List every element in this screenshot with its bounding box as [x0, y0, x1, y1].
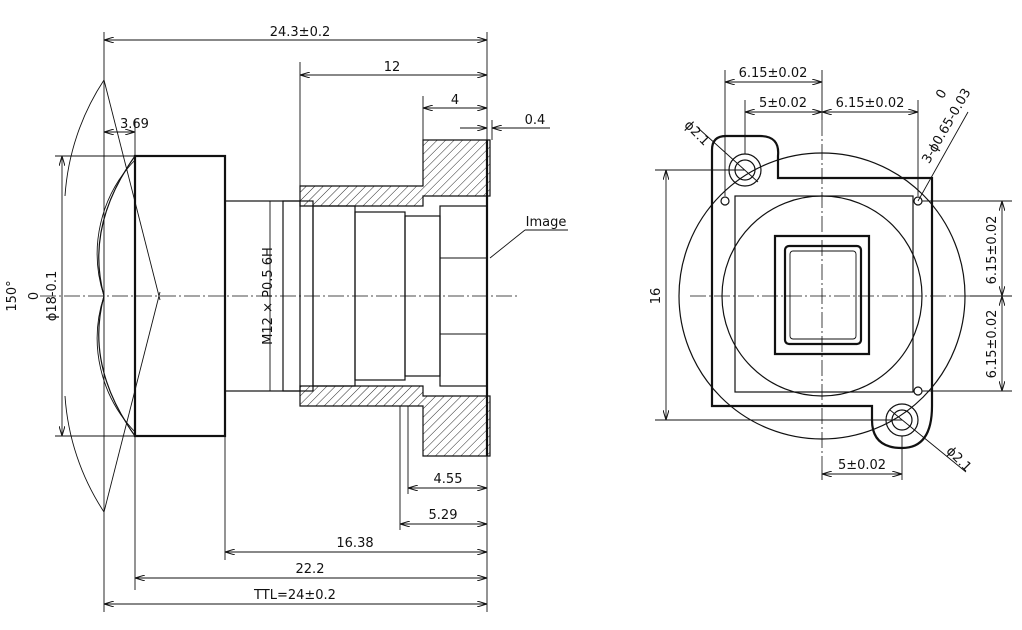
fov-line-lower — [103, 291, 161, 513]
leader-image — [489, 229, 526, 259]
dim-ttl: TTL=24±0.2 — [253, 588, 336, 603]
dim-holes-tol: 0 — [933, 87, 950, 102]
leader-hole-tl — [697, 127, 759, 183]
dim-barrel-len: 12 — [384, 60, 401, 75]
dim-top-3: 6.15±0.02 — [836, 96, 905, 111]
dim-height: 16 — [649, 288, 664, 305]
dim-front-sag: 3.69 — [120, 117, 149, 132]
holder-section-bottom — [299, 385, 491, 457]
holder-outline — [710, 134, 934, 450]
dim-455: 4.55 — [434, 472, 463, 487]
leader-holes — [917, 111, 969, 202]
lens-outer-circle — [678, 152, 966, 440]
dim-flange: 4 — [451, 93, 459, 108]
dim-fov: 150° — [5, 280, 20, 311]
holder-inner-square — [734, 195, 914, 393]
fov-line-upper — [103, 79, 161, 301]
dim-right-1: 6.15±0.02 — [985, 216, 1000, 285]
dim-bottom-1: 5±0.02 — [838, 458, 886, 473]
dim-front-dia: ϕ18-0.1 — [45, 271, 60, 321]
lens-barrel — [224, 200, 301, 392]
holder-section-top — [299, 139, 491, 207]
pin-hole-1 — [720, 196, 730, 206]
dim-front-dia-tol: 0 — [27, 292, 42, 300]
dim-529: 5.29 — [429, 508, 458, 523]
leader-hole-br — [889, 409, 967, 473]
sensor-frame — [773, 234, 871, 356]
dim-222: 22.2 — [296, 562, 325, 577]
dim-1638: 16.38 — [336, 536, 373, 551]
dim-right-2: 6.15±0.02 — [985, 310, 1000, 379]
dim-hole-dia-br: ϕ2.1 — [943, 444, 974, 475]
label-thread: M12 × P0.5 6H — [261, 247, 276, 345]
dim-hole-dia-tl: ϕ2.1 — [681, 118, 712, 149]
dim-top-1: 6.15±0.02 — [739, 66, 808, 81]
fov-arc-bottom — [96, 295, 136, 433]
fov-arc-outer-bottom — [64, 395, 105, 513]
sensor-active-area — [789, 250, 857, 340]
label-image: Image — [526, 215, 567, 230]
fov-arc-outer-top — [64, 79, 105, 197]
pin-hole-3 — [913, 386, 923, 396]
dim-overall-width: 24.3±0.2 — [270, 25, 331, 40]
side-view: 24.3±0.2 12 4 0.4 3.69 Image M12 × P0.5 … — [5, 25, 568, 612]
dim-top-2: 5±0.02 — [759, 96, 807, 111]
fov-arc-top — [96, 159, 136, 297]
front-view: 6.15±0.02 5±0.02 6.15±0.02 ϕ2.1 3-ϕ0.65-… — [649, 66, 1012, 480]
sensor-die — [783, 244, 863, 346]
dim-flange-gap: 0.4 — [525, 113, 546, 128]
